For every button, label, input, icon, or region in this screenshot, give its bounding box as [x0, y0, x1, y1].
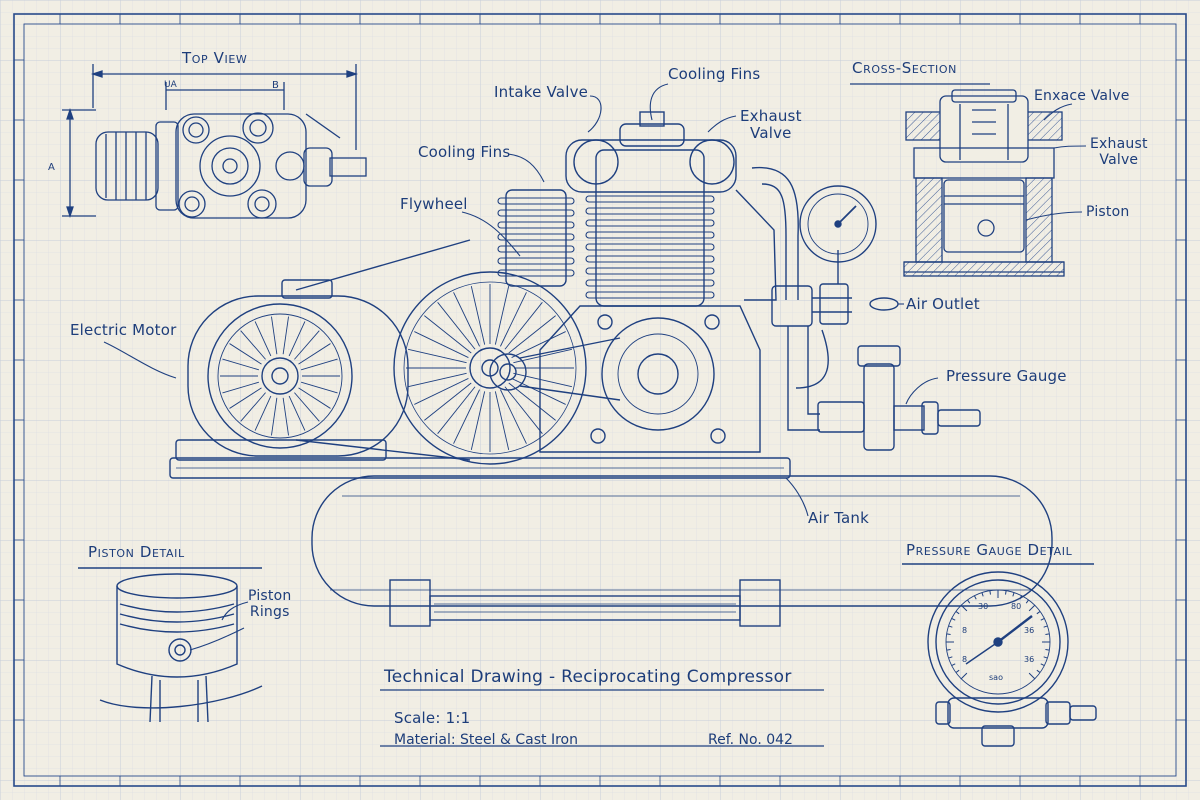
piston-detail-heading: Piston Detail — [88, 543, 185, 561]
cylinder-fins-shape — [497, 111, 777, 307]
electric-motor-shape — [175, 279, 409, 461]
top-view-drawing — [62, 64, 367, 219]
title-block-ref: Ref. No. 042 — [708, 732, 793, 748]
crankcase-shape — [489, 305, 761, 453]
piston-detail-drawing — [78, 567, 263, 723]
top-view-dimension-a: A — [48, 162, 55, 173]
cross-section-heading: Cross-Section — [852, 59, 957, 77]
title-block-material: Material: Steel & Cast Iron — [394, 732, 578, 748]
cooling-fins-left-label: Cooling Fins — [418, 143, 511, 161]
electric-motor-label: Electric Motor — [70, 321, 177, 339]
border-tick-marks — [14, 14, 1186, 786]
gauge-label-3: 8 — [962, 626, 967, 635]
outlet-valve-shape — [817, 345, 981, 451]
top-view-dimension-ua: UA — [164, 80, 177, 90]
intake-valve-label: Intake Valve — [494, 83, 589, 101]
pressure-gauge-detail-heading: Pressure Gauge Detail — [906, 541, 1073, 559]
air-tank-shape — [311, 475, 1053, 627]
title-block-lines — [380, 689, 824, 747]
gauge-unit-label: sao — [989, 673, 1003, 682]
leader-lines — [103, 83, 1087, 651]
base-plate-shape — [169, 457, 791, 479]
cross-section-drawing — [850, 83, 1065, 277]
compressor-main-drawing — [169, 111, 1053, 627]
gauge-label-4: 36 — [1024, 626, 1034, 635]
gauge-label-6: 36 — [1024, 655, 1034, 664]
title-block-title: Technical Drawing - Reciprocating Compre… — [384, 667, 792, 687]
exhaust-valve-label: Exhaust Valve — [740, 107, 802, 143]
pressure-gauge-detail-drawing — [902, 563, 1097, 747]
gauge-scale-labels: 30 80 8 36 8 36 sao — [962, 602, 1034, 682]
top-gauge-shape — [799, 185, 877, 263]
pressure-gauge-label: Pressure Gauge — [946, 367, 1067, 385]
gauge-label-5: 8 — [962, 655, 967, 664]
top-view-dimension-b: B — [272, 80, 279, 91]
cs-piston-label: Piston — [1086, 204, 1130, 220]
title-block-scale: Scale: 1:1 — [394, 709, 471, 727]
air-outlet-label: Air Outlet — [906, 295, 980, 313]
cs-exhaust-valve-top-label: Enxace Valve — [1034, 88, 1130, 104]
outlet-pipe-shape — [751, 166, 852, 431]
flywheel-shape — [393, 271, 587, 465]
gauge-label-2: 80 — [1011, 602, 1021, 611]
top-view-heading: Top View — [182, 49, 248, 67]
piston-rings-label: Piston Rings — [248, 588, 292, 621]
gauge-label-1: 30 — [978, 602, 988, 611]
air-tank-label: Air Tank — [808, 509, 870, 527]
cs-exhaust-valve-label: Exhaust Valve — [1090, 136, 1148, 169]
flywheel-label: Flywheel — [400, 195, 468, 213]
cooling-fins-top-label: Cooling Fins — [668, 65, 761, 83]
